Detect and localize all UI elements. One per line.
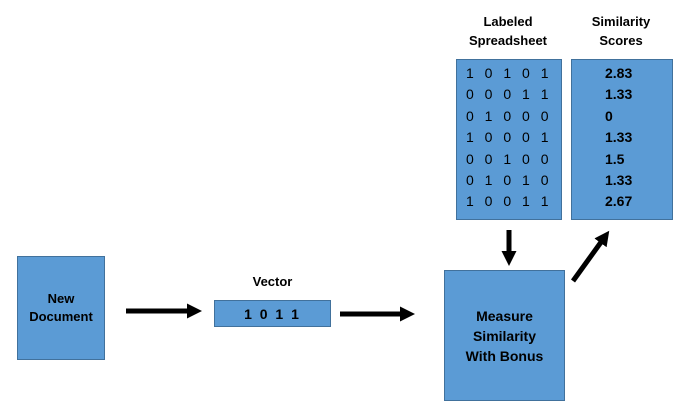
- measure-label-line3: With Bonus: [465, 347, 544, 364]
- spreadsheet-row: 1 0 0 0 1: [466, 129, 552, 146]
- arrow-measure-to-scores: [570, 230, 610, 283]
- spreadsheet-rows: 1 0 1 0 1 0 0 0 1 1 0 1 0 0 0 1 0 0 0 1 …: [457, 63, 561, 213]
- score-value: 1.33: [605, 129, 633, 146]
- new-document-box: New Document: [17, 256, 105, 360]
- measure-similarity-box: Measure Similarity With Bonus: [444, 270, 565, 401]
- spreadsheet-title-line2: Spreadsheet: [468, 33, 548, 48]
- spreadsheet-row: 1 0 1 0 1: [466, 65, 552, 81]
- score-value: 0: [605, 107, 613, 124]
- new-document-label-line2: Document: [29, 309, 93, 324]
- similarity-scores-box: 2.83 1.33 0 1.33 1.5 1.33 2.67: [571, 59, 673, 220]
- vector-title: Vector: [252, 274, 293, 289]
- scores-title: Similarity Scores: [566, 12, 676, 50]
- scores-title-line1: Similarity: [591, 14, 651, 29]
- spreadsheet-title: Labeled Spreadsheet: [452, 12, 564, 50]
- spreadsheet-row: 0 1 0 0 0: [466, 107, 552, 124]
- score-value: 1.33: [605, 86, 633, 103]
- spreadsheet-row: 1 0 0 1 1: [466, 193, 552, 210]
- spreadsheet-title-line1: Labeled: [483, 14, 533, 29]
- score-value: 1.5: [605, 150, 625, 167]
- labeled-spreadsheet-box: 1 0 1 0 1 0 0 0 1 1 0 1 0 0 0 1 0 0 0 1 …: [456, 59, 562, 220]
- scores-rows: 2.83 1.33 0 1.33 1.5 1.33 2.67: [572, 63, 672, 213]
- spreadsheet-row: 0 1 0 1 0: [466, 171, 552, 188]
- scores-title-line2: Scores: [599, 33, 643, 48]
- measure-label-line1: Measure: [476, 307, 533, 324]
- score-value: 2.67: [605, 193, 633, 210]
- spreadsheet-row: 0 0 0 1 1: [466, 86, 552, 103]
- spreadsheet-row: 0 0 1 0 0: [466, 150, 552, 167]
- score-value: 1.33: [605, 171, 633, 188]
- new-document-label-line1: New: [47, 291, 75, 306]
- score-value: 2.83: [605, 65, 633, 81]
- measure-label-line2: Similarity: [472, 327, 536, 344]
- vector-box: 1 0 1 1: [214, 300, 331, 327]
- vector-value: 1 0 1 1: [244, 305, 301, 322]
